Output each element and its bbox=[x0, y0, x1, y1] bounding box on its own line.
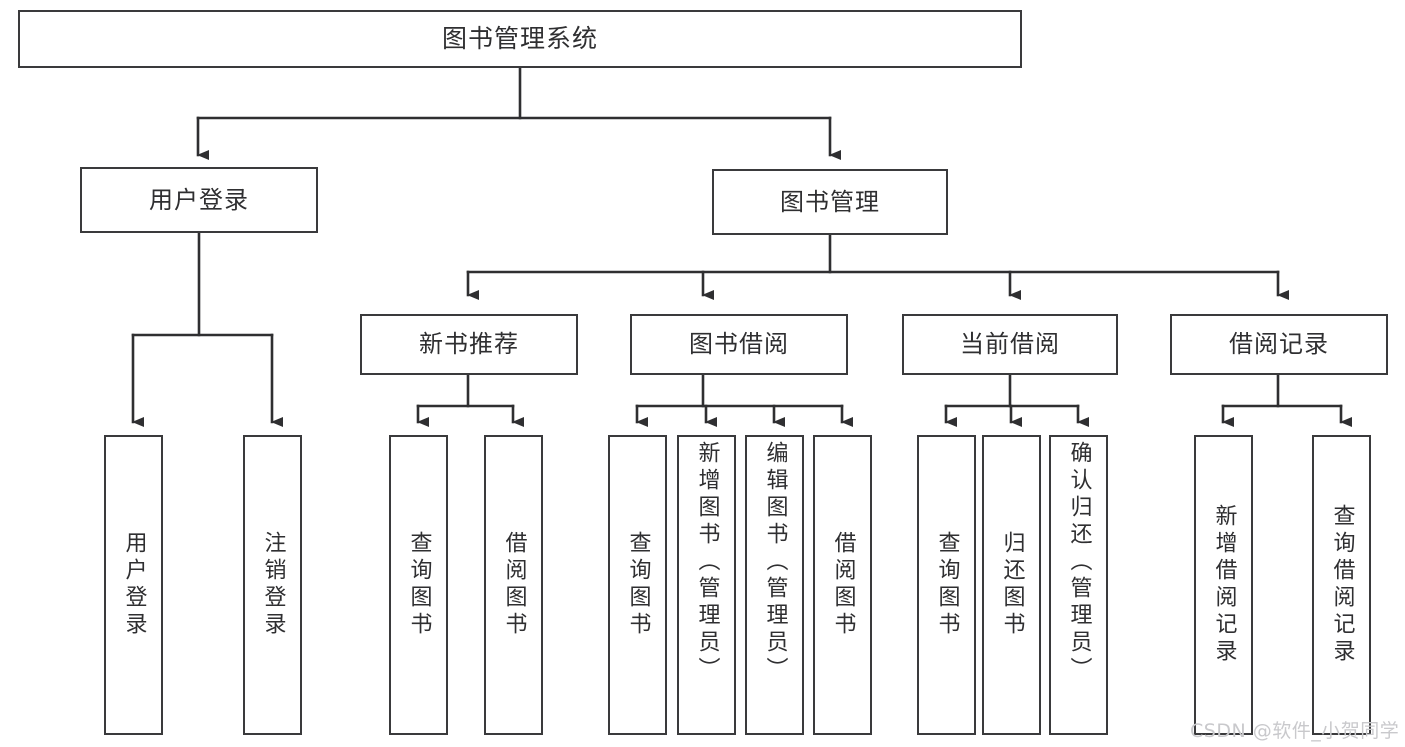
leaf-user-login-login[interactable]: 用户登录 bbox=[104, 435, 163, 735]
node-label: 借阅图书 bbox=[501, 531, 527, 639]
node-current-borrow[interactable]: 当前借阅 bbox=[902, 314, 1118, 375]
node-label: 确认归还（管理员） bbox=[1066, 441, 1092, 684]
node-label: 用户登录 bbox=[121, 531, 147, 639]
node-label: 查询图书 bbox=[406, 531, 432, 639]
node-book-management[interactable]: 图书管理 bbox=[712, 169, 948, 235]
node-label: 图书管理系统 bbox=[441, 24, 598, 54]
leaf-user-login-logout[interactable]: 注销登录 bbox=[243, 435, 302, 735]
leaf-book-borrow-add-book-admin[interactable]: 新增图书（管理员） bbox=[677, 435, 736, 735]
node-label: 新书推荐 bbox=[419, 330, 519, 359]
node-label: 当前借阅 bbox=[960, 330, 1060, 359]
leaf-book-borrow-edit-book-admin[interactable]: 编辑图书（管理员） bbox=[745, 435, 804, 735]
node-label: 用户登录 bbox=[149, 185, 249, 214]
node-book-borrow[interactable]: 图书借阅 bbox=[630, 314, 848, 375]
leaf-borrow-record-add-record[interactable]: 新增借阅记录 bbox=[1194, 435, 1253, 735]
node-label: 新增借阅记录 bbox=[1211, 504, 1237, 666]
node-borrow-record[interactable]: 借阅记录 bbox=[1170, 314, 1388, 375]
node-label: 借阅图书 bbox=[830, 531, 856, 639]
node-label: 注销登录 bbox=[260, 531, 286, 639]
leaf-book-borrow-borrow-book[interactable]: 借阅图书 bbox=[813, 435, 872, 735]
node-label: 借阅记录 bbox=[1229, 330, 1329, 359]
leaf-current-borrow-confirm-return-admin[interactable]: 确认归还（管理员） bbox=[1049, 435, 1108, 735]
leaf-new-book-query-book[interactable]: 查询图书 bbox=[389, 435, 448, 735]
leaf-borrow-record-query-record[interactable]: 查询借阅记录 bbox=[1312, 435, 1371, 735]
node-user-login[interactable]: 用户登录 bbox=[80, 167, 318, 233]
leaf-book-borrow-query-book[interactable]: 查询图书 bbox=[608, 435, 667, 735]
node-label: 查询借阅记录 bbox=[1329, 504, 1355, 666]
node-label: 新增图书（管理员） bbox=[694, 441, 720, 684]
leaf-current-borrow-return-book[interactable]: 归还图书 bbox=[982, 435, 1041, 735]
watermark-text: CSDN @软件_小贺同学 bbox=[1190, 720, 1400, 742]
leaf-new-book-borrow-book[interactable]: 借阅图书 bbox=[484, 435, 543, 735]
node-label: 查询图书 bbox=[934, 531, 960, 639]
node-label: 查询图书 bbox=[625, 531, 651, 639]
node-root-book-management-system[interactable]: 图书管理系统 bbox=[18, 10, 1022, 68]
node-new-book-recommendation[interactable]: 新书推荐 bbox=[360, 314, 578, 375]
node-label: 图书借阅 bbox=[689, 330, 789, 359]
node-label: 编辑图书（管理员） bbox=[762, 441, 788, 684]
node-label: 图书管理 bbox=[780, 187, 880, 216]
leaf-current-borrow-query-book[interactable]: 查询图书 bbox=[917, 435, 976, 735]
node-label: 归还图书 bbox=[999, 531, 1025, 639]
